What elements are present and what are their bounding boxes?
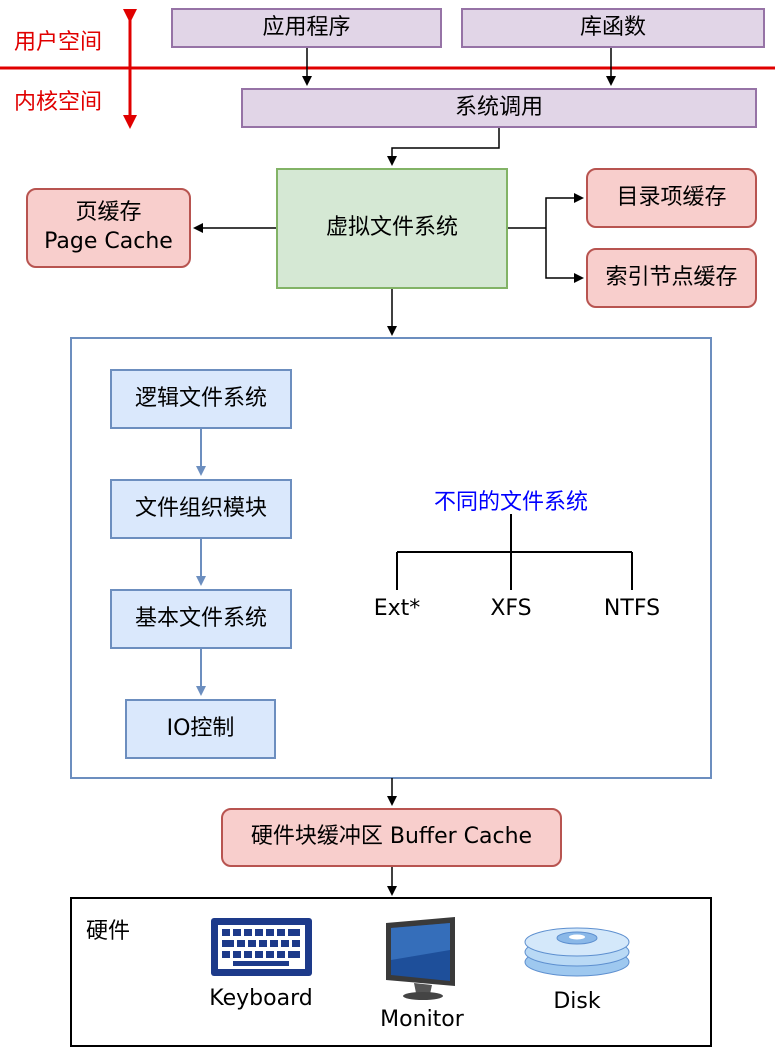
inode-cache-box: 索引节点缓存 [586, 248, 757, 308]
fs-layer-io-control: IO控制 [125, 699, 276, 759]
vfs-label: 虚拟文件系统 [325, 215, 458, 241]
lib-box: 库函数 [461, 8, 765, 48]
hardware-label: 硬件 [86, 919, 131, 944]
dentry-cache-label: 目录项缓存 [616, 184, 727, 210]
fs-layer-logical: 逻辑文件系统 [110, 369, 292, 429]
fs-layer-label: IO控制 [166, 715, 235, 741]
fs-xfs: XFS [490, 596, 532, 621]
buffer-cache-box: 硬件块缓冲区 Buffer Cache [221, 808, 562, 867]
fs-container [70, 337, 712, 779]
inode-cache-label: 索引节点缓存 [605, 264, 738, 290]
different-fs-title: 不同的文件系统 [433, 490, 589, 515]
page-cache-box: 页缓存 Page Cache [26, 188, 191, 268]
device-disk-label: Disk [553, 989, 601, 1014]
fs-ntfs: NTFS [603, 596, 661, 621]
syscall-box: 系统调用 [241, 88, 757, 128]
app-box: 应用程序 [171, 8, 442, 48]
kernel-space-label: 内核空间 [14, 90, 103, 115]
fs-ext: Ext* [373, 596, 421, 621]
app-label: 应用程序 [262, 14, 351, 40]
fs-layer-basic: 基本文件系统 [110, 589, 292, 649]
page-cache-label-cn: 页缓存 [75, 200, 142, 226]
fs-layer-label: 文件组织模块 [134, 495, 267, 521]
vfs-box: 虚拟文件系统 [276, 168, 508, 289]
fs-layer-label: 基本文件系统 [134, 605, 267, 631]
syscall-label: 系统调用 [454, 94, 543, 120]
dentry-cache-box: 目录项缓存 [586, 168, 757, 228]
user-space-label: 用户空间 [14, 30, 103, 55]
arrow-vfs-inode [545, 228, 584, 283]
hardware-container [70, 897, 712, 1047]
device-keyboard-label: Keyboard [209, 986, 313, 1011]
buffer-cache-label: 硬件块缓冲区 Buffer Cache [250, 824, 533, 850]
fs-layer-organization: 文件组织模块 [110, 479, 292, 539]
keyboard-icon [211, 918, 312, 976]
arrow-vfs-dentry [545, 193, 584, 228]
page-cache-label-en: Page Cache [44, 229, 173, 254]
fs-layer-label: 逻辑文件系统 [134, 385, 267, 411]
disk-icon [524, 927, 630, 977]
device-monitor-label: Monitor [380, 1007, 464, 1032]
monitor-icon [386, 917, 455, 1000]
lib-label: 库函数 [579, 14, 646, 40]
arrow-syscall-vfs [387, 128, 500, 166]
